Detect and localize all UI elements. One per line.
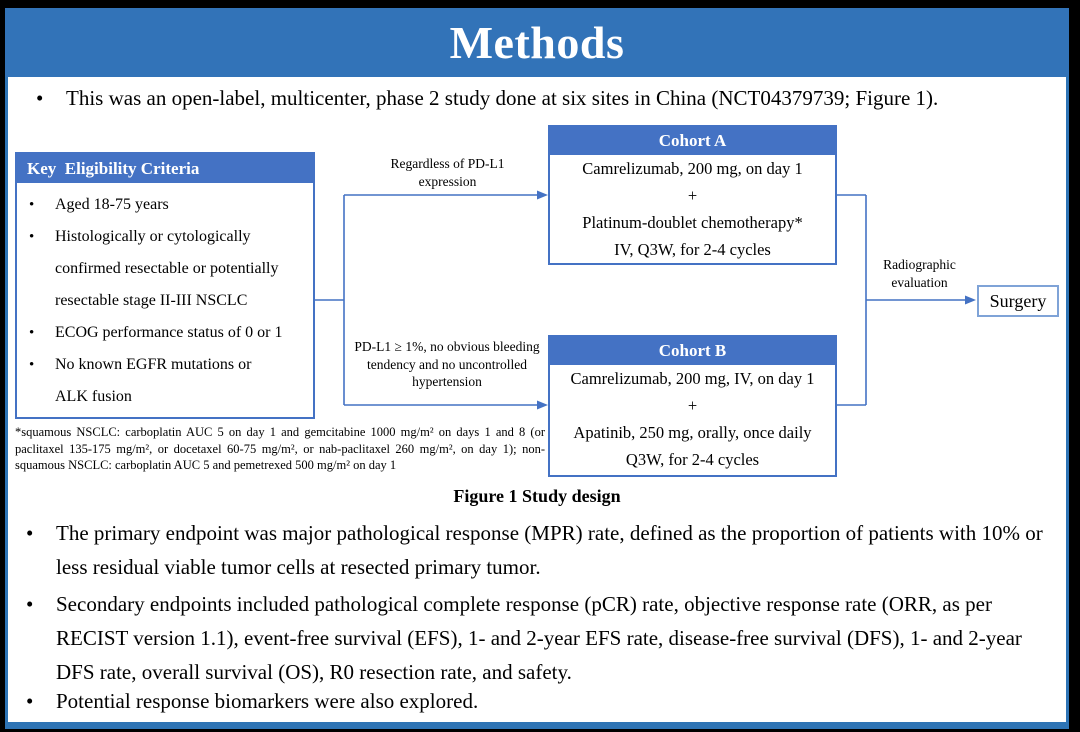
cohort-a-line: IV, Q3W, for 2-4 cycles	[614, 240, 771, 259]
eligibility-item-text: Histologically or cytologically	[55, 228, 251, 245]
radiographic-evaluation-label: Radiographic evaluation	[883, 257, 956, 290]
bullet-text: Potential response biomarkers were also …	[56, 689, 479, 713]
bullet-intro: • This was an open-label, multicenter, p…	[36, 81, 1046, 115]
figure-caption: Figure 1 Study design	[453, 486, 621, 506]
title-bar: Methods	[5, 8, 1069, 77]
eligibility-header: Key Eligibility Criteria	[17, 154, 313, 183]
eligibility-item-continued: confirmed resectable or potentially	[29, 253, 309, 285]
bullet-marker: •	[29, 228, 35, 245]
cohort-a-box: Cohort A Camrelizumab, 200 mg, on day 1 …	[548, 125, 837, 265]
cohort-b-header: Cohort B	[550, 337, 835, 365]
bullet-text: The primary endpoint was major pathologi…	[56, 521, 1043, 579]
cohort-a-line: Platinum-doublet chemotherapy*	[582, 213, 803, 232]
bullet-text: This was an open-label, multicenter, pha…	[66, 86, 939, 110]
bullet-marker: •	[36, 86, 44, 110]
surgery-box: Surgery	[977, 285, 1059, 317]
cohort-b-line: Apatinib, 250 mg, orally, once daily	[573, 423, 812, 442]
cohort-b-line: Camrelizumab, 200 mg, IV, on day 1	[570, 369, 815, 388]
bullet-marker: •	[26, 521, 34, 545]
eligibility-item: • No known EGFR mutations or	[29, 349, 309, 381]
bottom-bar	[5, 722, 1069, 729]
cohort-a-header: Cohort A	[550, 127, 835, 155]
eligibility-body: • Aged 18-75 years • Histologically or c…	[17, 183, 313, 413]
eligibility-criteria-box: Key Eligibility Criteria • Aged 18-75 ye…	[15, 152, 315, 419]
eligibility-item-text: ECOG performance status of 0 or 1	[55, 324, 283, 341]
surgery-label: Surgery	[989, 290, 1047, 311]
cohort-a-line: +	[687, 186, 698, 205]
eligibility-item-text: resectable stage II-III NSCLC	[55, 292, 248, 309]
bullet-secondary-endpoints: • Secondary endpoints included pathologi…	[26, 587, 1048, 689]
cohort-a-line: Camrelizumab, 200 mg, on day 1	[582, 159, 803, 178]
eligibility-item-continued: ALK fusion	[29, 381, 309, 413]
eligibility-item-continued: resectable stage II-III NSCLC	[29, 285, 309, 317]
bullet-marker: •	[26, 689, 34, 713]
eligibility-item-text: confirmed resectable or potentially	[55, 260, 279, 277]
eligibility-item: • Histologically or cytologically	[29, 221, 309, 253]
eligibility-item-text: Aged 18-75 years	[55, 196, 169, 213]
eligibility-item-text: ALK fusion	[55, 388, 132, 405]
bullet-marker: •	[29, 196, 35, 213]
figure-footnote: *squamous NSCLC: carboplatin AUC 5 on da…	[15, 425, 545, 472]
cohort-b-line: Q3W, for 2-4 cycles	[625, 450, 760, 469]
bullet-primary-endpoint: • The primary endpoint was major patholo…	[26, 516, 1048, 584]
cohort-b-box: Cohort B Camrelizumab, 200 mg, IV, on da…	[548, 335, 837, 477]
branch-label-bottom: PD-L1 ≥ 1%, no obvious bleeding tendency…	[354, 339, 540, 389]
bullet-marker: •	[29, 324, 35, 341]
eligibility-item: • Aged 18-75 years	[29, 189, 309, 221]
bullet-text: Secondary endpoints included pathologica…	[56, 592, 1022, 684]
eligibility-item-text: No known EGFR mutations or	[55, 356, 252, 373]
bullet-biomarkers: • Potential response biomarkers were als…	[26, 684, 1048, 718]
slide-title: Methods	[449, 17, 625, 68]
eligibility-item: • ECOG performance status of 0 or 1	[29, 317, 309, 349]
bullet-marker: •	[29, 356, 35, 373]
bullet-marker: •	[26, 592, 34, 616]
cohort-b-line: +	[687, 396, 698, 415]
branch-label-top: Regardless of PD-L1 expression	[390, 156, 505, 189]
